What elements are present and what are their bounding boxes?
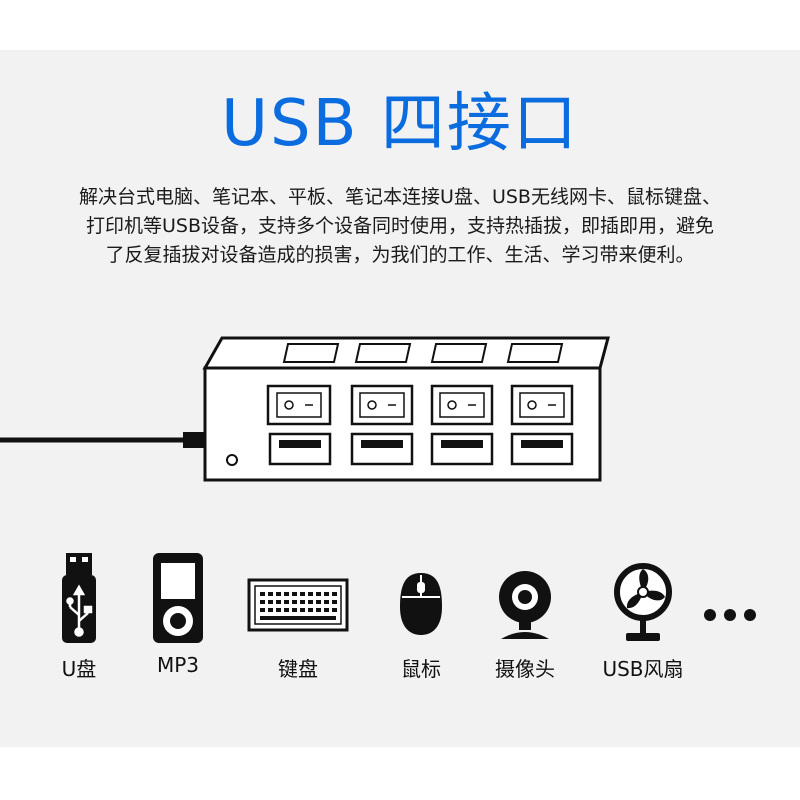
device-mouse: 鼠标 [366,545,476,695]
fan-icon [614,563,672,641]
webcam-icon [499,571,551,639]
page-title: USB 四接口 [221,87,579,161]
description-line: 打印机等USB设备，支持多个设备同时使用，支持热插拔，即插即用，避免 [85,215,714,237]
device-label: MP3 [156,653,200,677]
switch-group [266,384,574,426]
device-list: U盘 MP3 键盘 鼠标 [0,545,800,695]
device-label: 键盘 [278,657,318,681]
usb-drive-icon [62,553,96,643]
device-usb-fan: USB风扇 [588,545,698,695]
device-label: 鼠标 [401,657,441,681]
mouse-icon [400,573,442,635]
device-usb-drive: U盘 [24,545,134,695]
device-mp3: MP3 [123,545,233,695]
description: 解决台式电脑、笔记本、平板、笔记本连接U盘、USB无线网卡、鼠标键盘、 打印机等… [10,183,790,270]
device-label: 摄像头 [495,657,555,681]
device-label: USB风扇 [602,657,684,681]
usb-hub-icon [0,336,610,482]
mp3-player-icon [153,553,203,643]
usb-ports [268,432,574,466]
keyboard-icon [247,578,349,632]
description-line: 了反复插拔对设备造成的损害，为我们的工作、生活、学习带来便利。 [105,244,695,266]
device-webcam: 摄像头 [470,545,580,695]
ellipsis-icon [704,609,756,621]
device-label: U盘 [61,657,97,681]
description-line: 解决台式电脑、笔记本、平板、笔记本连接U盘、USB无线网卡、鼠标键盘、 [79,186,721,208]
device-keyboard: 键盘 [243,545,353,695]
